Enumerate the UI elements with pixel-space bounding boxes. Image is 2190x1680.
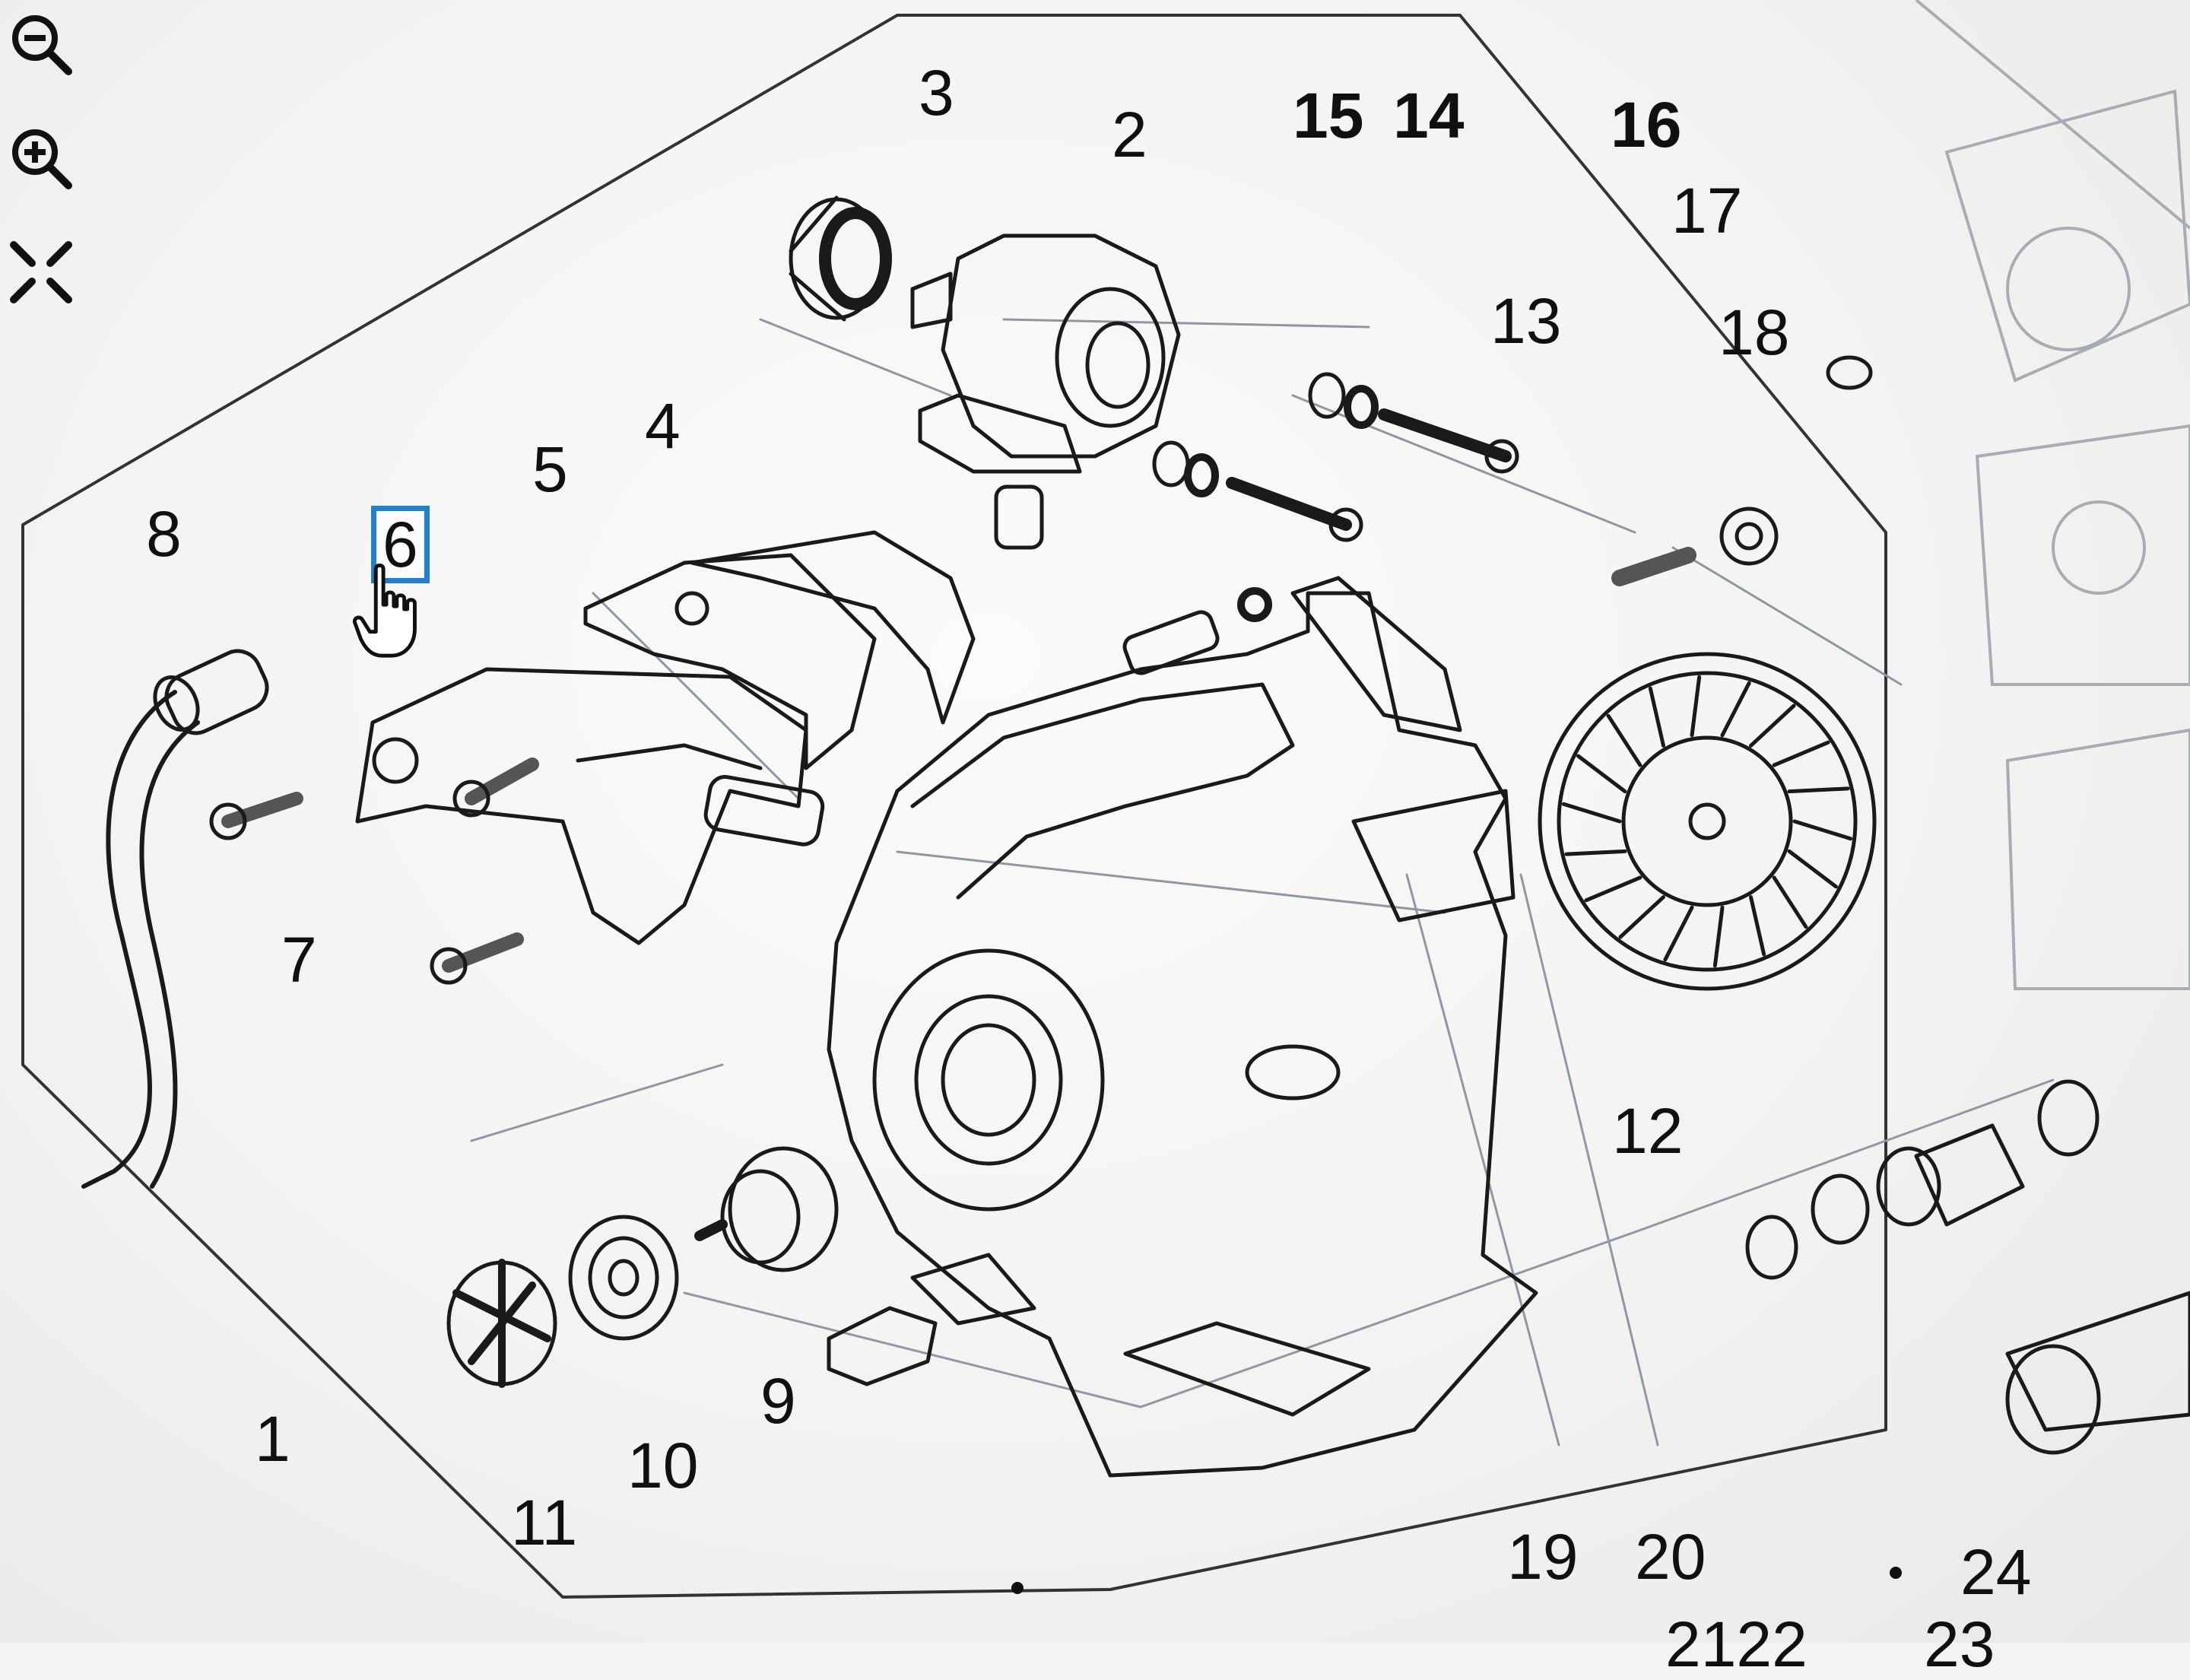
callout-19[interactable]: 19: [1507, 1521, 1579, 1593]
callout-2[interactable]: 2: [1112, 99, 1147, 170]
impeller-vane: [1576, 754, 1627, 794]
main-housing: [827, 576, 1538, 1478]
callout-21-22[interactable]: 2122: [1665, 1609, 1808, 1680]
right-side-parts: [1745, 1079, 2190, 1455]
impeller-vane: [1618, 895, 1665, 939]
callout-15[interactable]: 15: [1293, 80, 1364, 151]
impeller-vane: [1772, 875, 1808, 929]
impeller-vane: [1690, 675, 1702, 738]
adjacent-faded-drawing: [1915, 0, 2190, 990]
part-16-17-fasteners: [1611, 507, 1779, 586]
zoom-out-icon: [12, 15, 72, 75]
impeller-vane: [1772, 740, 1830, 767]
zoom-out-button[interactable]: [3, 6, 79, 82]
callout-18[interactable]: 18: [1719, 297, 1790, 368]
impeller-vane: [1584, 875, 1642, 903]
impeller-vane: [1720, 681, 1751, 738]
callout-20[interactable]: 20: [1635, 1521, 1706, 1593]
shaft-assembly: [694, 1146, 839, 1272]
part-12-impeller: [1538, 652, 1877, 991]
impeller-vane: [1749, 703, 1796, 748]
callout-14[interactable]: 14: [1393, 80, 1465, 151]
part-4-gasket: [690, 530, 976, 725]
fit-screen-icon: [10, 241, 72, 303]
callout-16[interactable]: 16: [1611, 89, 1682, 160]
callout-8[interactable]: 8: [146, 498, 182, 570]
impeller-vane: [1663, 905, 1694, 962]
callout-10[interactable]: 10: [627, 1430, 699, 1501]
viewer-toolbar: [0, 0, 84, 319]
fit-screen-button[interactable]: [3, 234, 79, 310]
callout-17[interactable]: 17: [1671, 175, 1743, 246]
callout-7[interactable]: 7: [281, 924, 317, 996]
bullet-dot: [1890, 1567, 1902, 1579]
part-10-seal: [568, 1215, 679, 1341]
callout-23[interactable]: 23: [1924, 1609, 1995, 1680]
part-2-housing: [910, 233, 1181, 550]
part-5-cover: [583, 553, 877, 770]
impeller-vane: [1648, 686, 1665, 748]
callout-24[interactable]: 24: [1960, 1536, 2032, 1608]
impeller-vane: [1787, 849, 1838, 889]
part-11-impeller-small: [446, 1259, 557, 1388]
part-8-hose: [81, 690, 177, 1189]
callout-11[interactable]: 11: [511, 1487, 578, 1558]
part-18-plug: [1826, 355, 1873, 390]
zoom-in-icon: [12, 129, 72, 189]
impeller-vane: [1792, 819, 1853, 841]
impeller-vane: [1606, 713, 1642, 767]
callout-9[interactable]: 9: [760, 1365, 796, 1437]
zoom-in-button[interactable]: [3, 120, 79, 196]
part-14-15-washers: [1152, 372, 1379, 497]
impeller-vane: [1712, 905, 1725, 968]
bullet-dot: [1011, 1582, 1024, 1594]
callout-1[interactable]: 1: [255, 1403, 290, 1475]
impeller-vane: [1564, 849, 1627, 856]
impeller-vane: [1787, 786, 1850, 794]
part-9-block: [827, 1306, 938, 1386]
part-3-cap: [789, 195, 892, 322]
callout-4[interactable]: 4: [645, 390, 681, 462]
part-6-bracket: [355, 667, 808, 945]
group-frame: [21, 14, 1887, 1599]
part-13-bolts: [1226, 408, 1519, 542]
callout-13[interactable]: 13: [1490, 285, 1562, 357]
part-7-screws: [209, 757, 539, 985]
callout-12[interactable]: 12: [1612, 1095, 1684, 1167]
impeller-vane: [1749, 895, 1766, 957]
callout-5[interactable]: 5: [532, 433, 568, 505]
exploded-parts-drawing: [21, 0, 2190, 1599]
callout-6[interactable]: 6: [371, 506, 430, 583]
callout-3[interactable]: 3: [919, 57, 954, 129]
impeller-vane: [1561, 802, 1622, 824]
